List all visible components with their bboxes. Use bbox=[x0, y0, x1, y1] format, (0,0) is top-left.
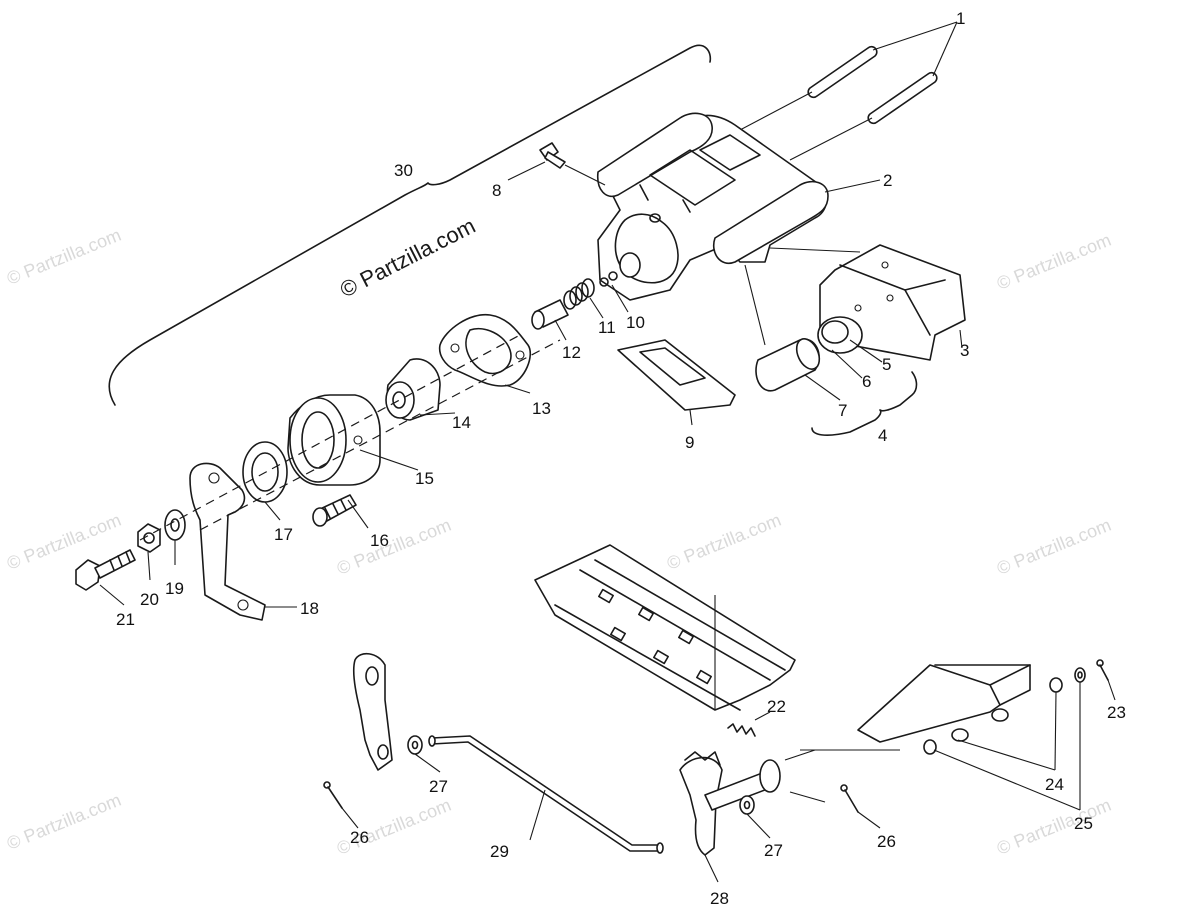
callout-11: 11 bbox=[598, 318, 616, 337]
nut-part-20 bbox=[137, 523, 161, 553]
assembly-brace bbox=[108, 44, 712, 406]
callout-6: 6 bbox=[862, 372, 871, 391]
cup-part-14 bbox=[385, 358, 441, 421]
callout-16: 16 bbox=[370, 531, 389, 550]
callout-23: 23 bbox=[1107, 703, 1126, 722]
callout-29: 29 bbox=[490, 842, 509, 861]
pins-part-1 bbox=[739, 45, 938, 161]
watermark-faint: © Partzilla.com bbox=[654, 0, 774, 4]
pin-part-23 bbox=[1096, 659, 1109, 681]
gasket-part-13 bbox=[438, 313, 532, 387]
lever-part-28 bbox=[679, 749, 826, 856]
watermark-faint: © Partzilla.com bbox=[4, 790, 124, 854]
callout-10: 10 bbox=[626, 313, 645, 332]
callout-26-left: 26 bbox=[350, 828, 369, 847]
callout-12: 12 bbox=[562, 343, 581, 362]
callout-15: 15 bbox=[415, 469, 434, 488]
bracket-part-4 bbox=[811, 371, 918, 437]
washer-part-27 bbox=[739, 795, 755, 815]
caliper-body-part-2 bbox=[596, 112, 829, 301]
cotter-pin-part-26 bbox=[323, 781, 343, 809]
arm-part bbox=[353, 652, 393, 771]
callout-5: 5 bbox=[882, 355, 891, 374]
callout-20: 20 bbox=[140, 590, 159, 609]
watermark-faint: © Partzilla.com bbox=[994, 230, 1114, 294]
watermark-faint: © Partzilla.com bbox=[994, 515, 1114, 579]
axis-line bbox=[139, 334, 521, 541]
watermark-faint: © Partzilla.com bbox=[664, 510, 784, 574]
leader-lines bbox=[99, 21, 1116, 883]
washer-part-27 bbox=[407, 735, 423, 755]
callout-13: 13 bbox=[532, 399, 551, 418]
watermark-faint: © Partzilla.com bbox=[334, 515, 454, 579]
piston-part-7 bbox=[744, 264, 821, 392]
callout-27-left: 27 bbox=[429, 777, 448, 796]
callout-9: 9 bbox=[685, 433, 694, 452]
callout-26-right: 26 bbox=[877, 832, 896, 851]
housing-part-15 bbox=[287, 394, 381, 486]
callout-21: 21 bbox=[116, 610, 135, 629]
watermark-main: © Partzilla.com bbox=[336, 213, 479, 303]
watermark-faint: © Partzilla.com bbox=[994, 795, 1114, 859]
callout-8: 8 bbox=[492, 181, 501, 200]
cotter-pin-part-26 bbox=[840, 784, 859, 813]
floor-plate bbox=[534, 544, 796, 711]
callout-24: 24 bbox=[1045, 775, 1064, 794]
watermark-faint: © Partzilla.com bbox=[334, 795, 454, 859]
callout-labels: 1 2 3 4 5 6 7 8 9 10 11 12 13 14 15 16 1… bbox=[116, 9, 1126, 908]
callout-30: 30 bbox=[394, 161, 413, 180]
callout-1: 1 bbox=[956, 9, 965, 28]
callout-14: 14 bbox=[452, 413, 471, 432]
pin-part-12 bbox=[531, 299, 569, 330]
callout-18: 18 bbox=[300, 599, 319, 618]
callout-2: 2 bbox=[883, 171, 892, 190]
axis-line bbox=[199, 339, 561, 531]
callout-3: 3 bbox=[960, 341, 969, 360]
callout-4: 4 bbox=[878, 426, 887, 445]
callout-19: 19 bbox=[165, 579, 184, 598]
shim-part-9 bbox=[617, 339, 736, 411]
callout-25: 25 bbox=[1074, 814, 1093, 833]
bleeder-bolt-part-8 bbox=[539, 142, 606, 186]
rod-part-29 bbox=[428, 735, 664, 854]
bolt-part-16 bbox=[312, 494, 357, 527]
bolt-part-21 bbox=[75, 549, 136, 591]
spring-part-10-11 bbox=[563, 271, 618, 310]
callout-28: 28 bbox=[710, 889, 729, 908]
spring-part-22 bbox=[727, 723, 756, 737]
callout-17: 17 bbox=[274, 525, 293, 544]
callout-7: 7 bbox=[838, 401, 847, 420]
right-bracket bbox=[857, 664, 1031, 743]
watermark-faint: © Partzilla.com bbox=[4, 225, 124, 289]
seal-part-5-6 bbox=[817, 316, 863, 354]
faint-watermarks: © Partzilla.com © Partzilla.com © Partzi… bbox=[4, 0, 1114, 859]
callout-27-right: 27 bbox=[764, 841, 783, 860]
callout-22: 22 bbox=[767, 697, 786, 716]
